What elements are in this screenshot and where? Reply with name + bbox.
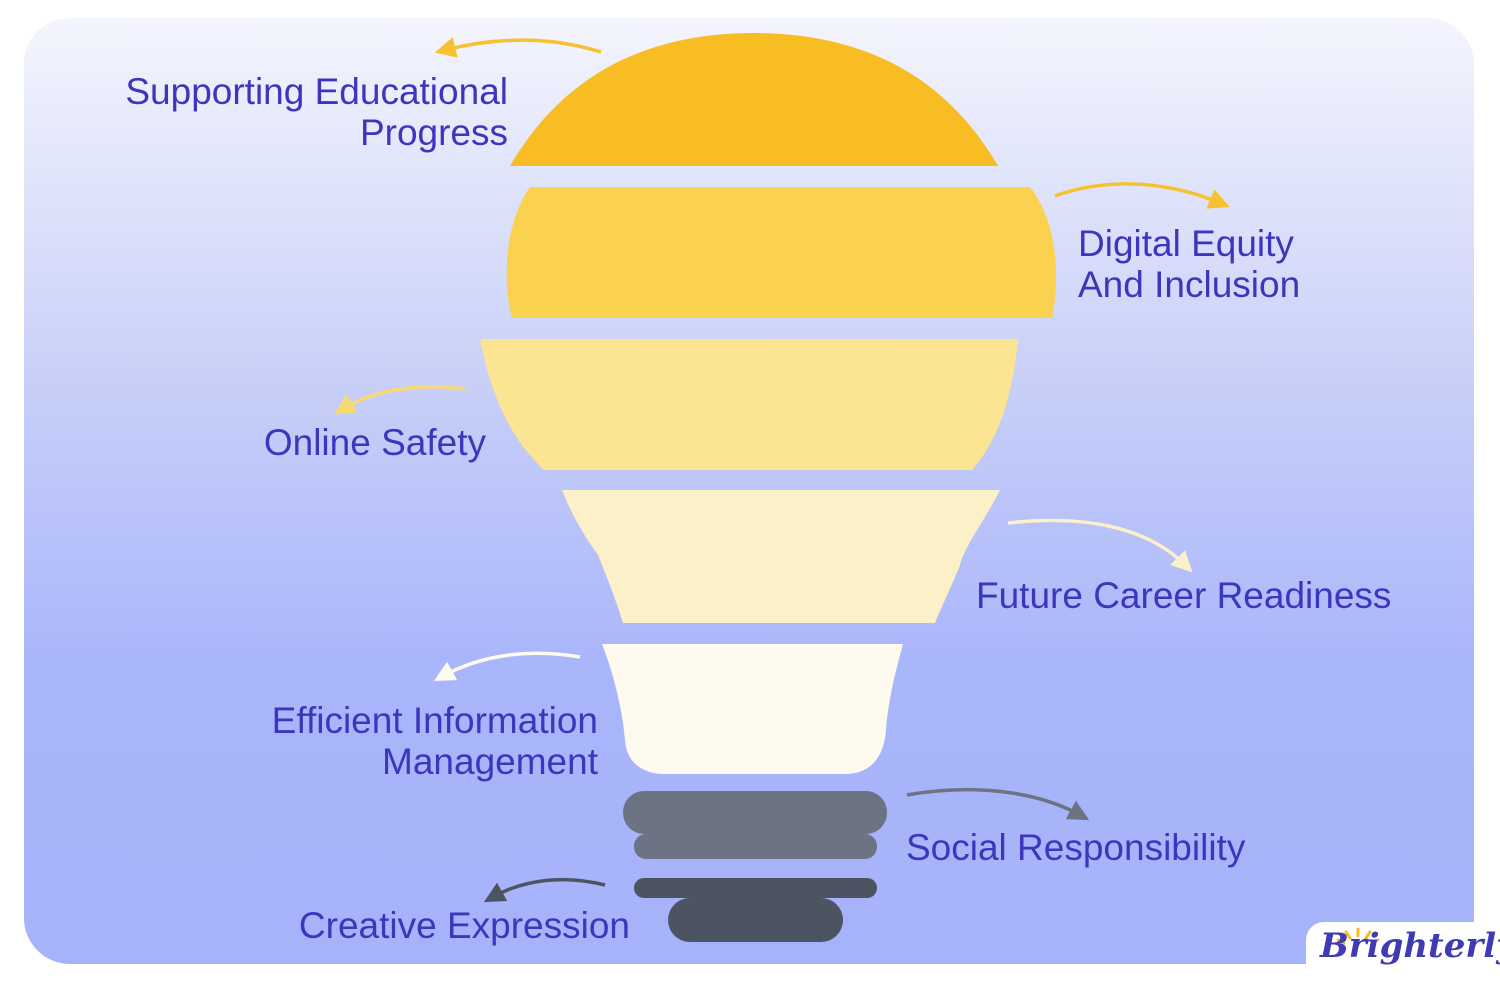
label-line: Progress [359,112,508,153]
bulb-base-ring-2 [634,834,877,859]
arrow-efficient-information-management [433,651,581,682]
label-line: Efficient Information [271,700,598,741]
sun-rays-icon [1336,927,1380,945]
label-efficient-information-management: Efficient Information Management [150,700,598,782]
label-creative-expression: Creative Expression [298,905,630,946]
arrow-online-safety [334,385,466,415]
arrow-creative-expression [483,877,606,903]
label-future-career-readiness: Future Career Readiness [976,575,1392,616]
bulb-base-ring-3 [634,878,877,898]
arrow-social-responsibility [906,788,1090,821]
bulb-base-cap [668,898,843,942]
label-line: Digital Equity [1078,223,1294,264]
label-supporting-educational-progress: Supporting Educational Progress [40,71,508,153]
label-line: Supporting Educational [125,71,508,112]
arrow-future-career-readiness [1007,518,1193,573]
label-social-responsibility: Social Responsibility [906,827,1246,868]
bulb-band-5 [602,644,903,774]
brand-name: Brighterly [1320,926,1500,966]
arrow-supporting-educational-progress [434,37,602,58]
bulb-band-4 [562,490,1000,623]
label-digital-equity: Digital Equity And Inclusion [1078,223,1300,305]
bulb-band-2 [506,187,1057,318]
label-online-safety: Online Safety [263,422,486,463]
label-line: And Inclusion [1078,264,1301,305]
bulb-base-ring-1 [623,791,887,834]
label-line: Management [382,741,598,782]
arrow-digital-equity [1054,182,1230,209]
brighterly-logo: Brighterly [1306,922,1500,988]
bulb-band-3 [480,339,1018,470]
bulb-band-1 [510,33,998,166]
